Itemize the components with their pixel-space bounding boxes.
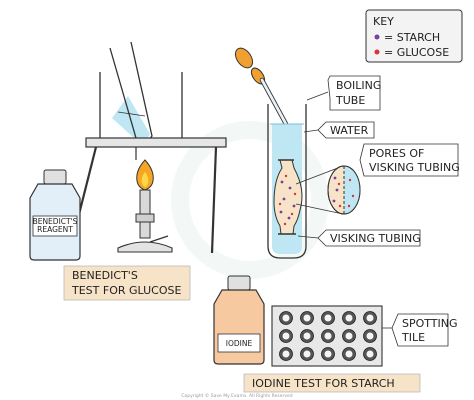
- boiling-tube-label-line-1: BOILING: [336, 79, 381, 92]
- spotting-well-center: [303, 350, 311, 358]
- callout-spotting-tile: SPOTTING TILE: [382, 313, 458, 347]
- benedicts-label-line-1: BENEDICT'S: [33, 217, 78, 226]
- water-label: WATER: [330, 124, 369, 137]
- spotting-well-center: [324, 350, 332, 358]
- key-glucose-label: = GLUCOSE: [384, 46, 449, 59]
- copyright-text: Copyright © Save My Exams. All Rights Re…: [181, 392, 292, 399]
- pores-label-line-1: PORES OF: [369, 147, 424, 160]
- benedicts-caption-line-1: BENEDICT'S: [72, 269, 138, 282]
- pores-magnified: [295, 165, 361, 215]
- spotting-well-center: [303, 332, 311, 340]
- benedicts-caption-line-2: TEST FOR GLUCOSE: [71, 284, 181, 297]
- spotting-tile: [271, 305, 383, 367]
- spotting-well-center: [303, 314, 311, 322]
- iodine-test-caption: IODINE TEST FOR STARCH: [243, 373, 421, 393]
- pores-label-line-2: VISKING TUBING: [369, 161, 460, 174]
- iodine-bottle-label: IODINE: [226, 339, 253, 348]
- starch-dot-icon: [374, 34, 380, 40]
- benedicts-label-line-2: REAGENT: [37, 225, 73, 234]
- visking-label: VISKING TUBING: [330, 232, 421, 245]
- visking-tubing-bag: [273, 159, 303, 235]
- spotting-well-center: [282, 332, 290, 340]
- spotting-well-center: [324, 332, 332, 340]
- spotting-well-center: [366, 314, 374, 322]
- spotting-well-center: [345, 350, 353, 358]
- dropper: [234, 47, 289, 127]
- spotting-tile-wells: [279, 311, 377, 361]
- bunsen-burner: [117, 159, 173, 253]
- glucose-dot-icon: [374, 49, 380, 55]
- spotting-tile-label-line-2: TILE: [401, 331, 425, 344]
- spotting-tile-label-line-1: SPOTTING: [402, 317, 458, 330]
- boiling-tube-label-line-2: TUBE: [335, 94, 365, 107]
- key-starch-label: = STARCH: [384, 31, 440, 44]
- key-box: KEY = STARCH = GLUCOSE: [365, 9, 463, 63]
- watermark: [171, 121, 329, 279]
- benedicts-reagent-bottle: BENEDICT'S REAGENT: [29, 169, 81, 261]
- callout-visking: VISKING TUBING: [297, 229, 421, 247]
- callout-boiling-tube: BOILING TUBE: [306, 75, 381, 111]
- spotting-well-center: [345, 314, 353, 322]
- key-title: KEY: [373, 15, 394, 28]
- spotting-well-center: [282, 350, 290, 358]
- spotting-well-center: [366, 350, 374, 358]
- iodine-caption: IODINE TEST FOR STARCH: [252, 377, 395, 390]
- spotting-well-center: [324, 314, 332, 322]
- iodine-bottle: IODINE: [213, 275, 265, 365]
- callout-pores: PORES OF VISKING TUBING: [359, 143, 460, 177]
- spotting-well-center: [282, 314, 290, 322]
- benedicts-test-caption: BENEDICT'S TEST FOR GLUCOSE: [63, 265, 191, 301]
- test-tube-in-beaker: [109, 41, 153, 145]
- callout-water: WATER: [303, 121, 375, 139]
- spotting-well-center: [366, 332, 374, 340]
- spotting-well-center: [345, 332, 353, 340]
